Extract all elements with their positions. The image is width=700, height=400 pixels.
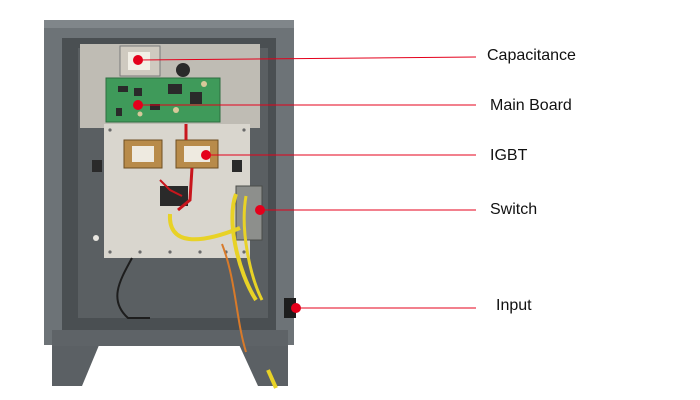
- label-igbt: IGBT: [490, 147, 528, 164]
- callout-lines: [137, 56, 477, 309]
- cabinet-left-foot: [52, 338, 102, 386]
- label-switch: Switch: [490, 201, 538, 218]
- callout-dot-switch: [255, 205, 265, 215]
- label-main-board: Main Board: [490, 97, 572, 114]
- callout-line-capacitance: [137, 56, 477, 61]
- label-capacitance: Capacitance: [487, 47, 576, 64]
- callout-dot-capacitance: [133, 55, 143, 65]
- callout-dot-main-board: [133, 100, 143, 110]
- callout-dot-input: [291, 303, 301, 313]
- cabinet-right-foot: [236, 338, 288, 386]
- main-circuit-board: [105, 77, 221, 123]
- label-input: Input: [496, 297, 532, 314]
- callout-dots: [133, 55, 301, 313]
- input-connector: [284, 298, 296, 318]
- callout-dot-igbt: [201, 150, 211, 160]
